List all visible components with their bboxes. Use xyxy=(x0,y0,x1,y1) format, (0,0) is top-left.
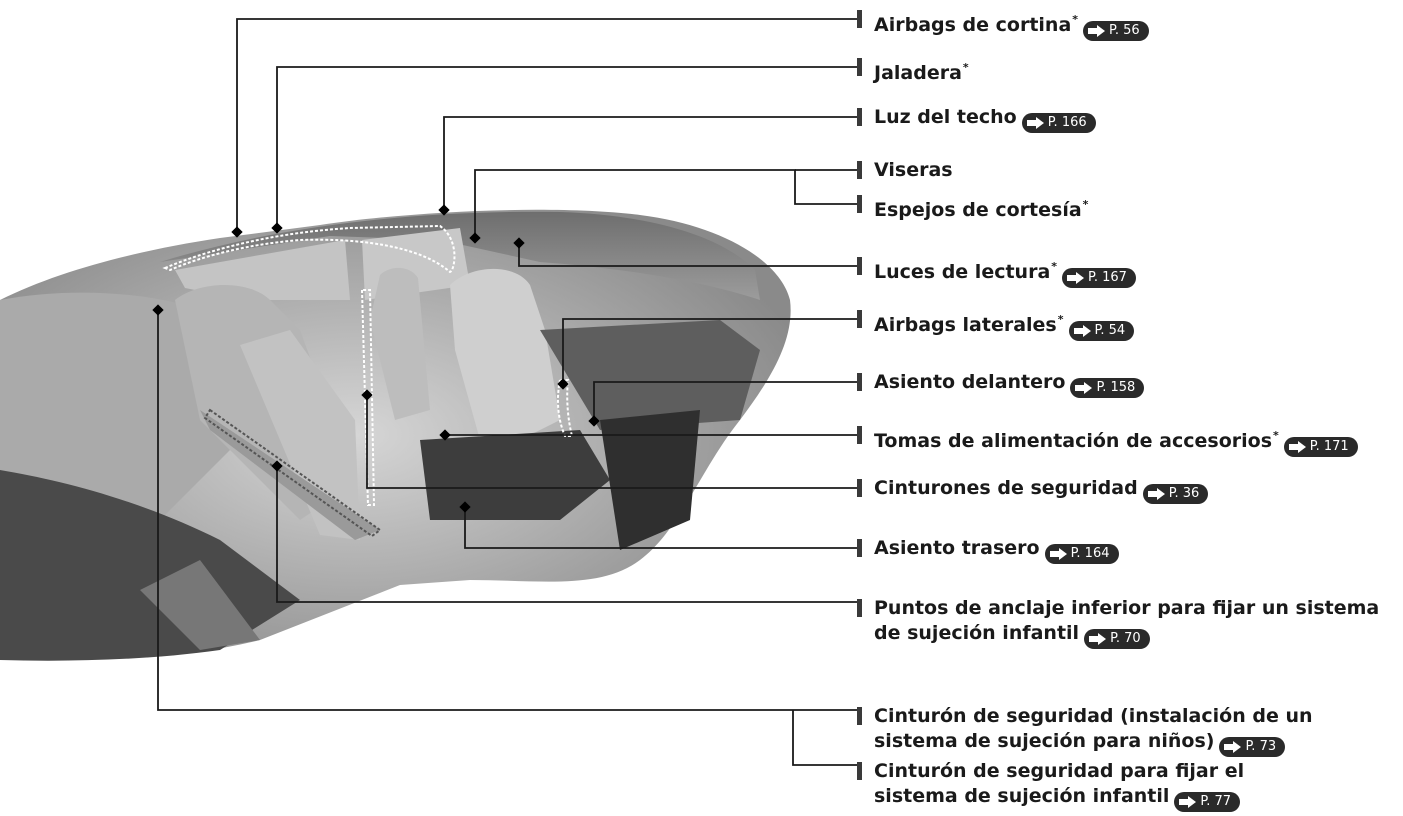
label-marker xyxy=(857,373,862,391)
optional-star: * xyxy=(1273,429,1279,442)
label-tomas-alimentacion: Tomas de alimentación de accesorios* P. 1… xyxy=(857,423,1358,457)
label-text: Jaladera xyxy=(874,62,962,84)
label-text: Airbags de cortina xyxy=(874,14,1072,36)
label-asiento-trasero: Asiento trasero P. 164 xyxy=(857,536,1119,564)
page-ref-link[interactable]: P. 77 xyxy=(1174,789,1241,812)
page-ref-number: P. 56 xyxy=(1109,23,1140,38)
label-marker xyxy=(857,58,862,76)
page-ref-number: P. 70 xyxy=(1110,631,1141,646)
optional-star: * xyxy=(1082,198,1089,211)
label-text: Espejos de cortesía xyxy=(874,199,1082,221)
label-puntos-anclaje: Puntos de anclaje inferior para fijar un… xyxy=(857,596,1380,649)
page-ref-link[interactable]: P. 167 xyxy=(1062,265,1136,288)
page-ref-number: P. 77 xyxy=(1200,794,1232,809)
label-asiento-delantero: Asiento delantero P. 158 xyxy=(857,370,1145,398)
label-text: Cinturones de seguridad xyxy=(874,477,1138,499)
arrow-right-icon xyxy=(1049,548,1067,560)
label-marker xyxy=(857,707,862,725)
arrow-right-icon xyxy=(1179,796,1197,808)
label-cinturones-seguridad: Cinturones de seguridad P. 36 xyxy=(857,476,1209,504)
page-ref-link[interactable]: P. 56 xyxy=(1083,18,1149,41)
page-ref-number: P. 158 xyxy=(1096,380,1136,395)
label-line-2: sistema de sujeción para niños) xyxy=(874,730,1215,752)
leader-lines xyxy=(157,18,857,766)
arrow-right-icon xyxy=(1147,488,1165,500)
arrow-right-icon xyxy=(1075,382,1093,394)
page-ref-link[interactable]: P. 171 xyxy=(1283,434,1358,457)
label-line-2: sistema de sujeción infantil xyxy=(874,785,1170,807)
label-airbags-cortina: Airbags de cortina* P. 56 xyxy=(857,7,1149,41)
page-ref-link[interactable]: P. 70 xyxy=(1084,626,1150,649)
label-cinturon-instalacion: Cinturón de seguridad (instalación de un… xyxy=(857,704,1313,757)
page-ref-link[interactable]: P. 54 xyxy=(1068,318,1135,341)
label-text: Tomas de alimentación de accesorios xyxy=(874,430,1273,452)
label-jaladera: Jaladera* xyxy=(857,55,969,86)
label-line-1: Cinturón de seguridad (instalación de un xyxy=(874,705,1313,727)
label-marker xyxy=(857,257,862,275)
arrow-right-icon xyxy=(1224,741,1242,753)
car-body xyxy=(0,209,791,661)
page-ref-number: P. 167 xyxy=(1088,270,1127,285)
label-espejos-cortesia: Espejos de cortesía* xyxy=(857,192,1088,223)
arrow-right-icon xyxy=(1288,441,1306,453)
page-ref-number: P. 166 xyxy=(1047,115,1087,130)
optional-star: * xyxy=(962,61,969,74)
page-ref-number: P. 54 xyxy=(1094,323,1126,338)
page-ref-number: P. 164 xyxy=(1070,546,1110,561)
label-marker xyxy=(857,108,862,126)
label-viseras: Viseras xyxy=(857,158,953,183)
arrow-right-icon xyxy=(1026,117,1044,129)
label-line-1: Cinturón de seguridad para fijar el xyxy=(874,760,1245,782)
label-line-2: de sujeción infantil xyxy=(874,622,1080,644)
label-airbags-laterales: Airbags laterales* P. 54 xyxy=(857,307,1135,341)
label-marker xyxy=(857,195,862,213)
label-luz-techo: Luz del techo P. 166 xyxy=(857,105,1096,133)
arrow-right-icon xyxy=(1088,25,1106,37)
optional-star: * xyxy=(1051,260,1058,273)
label-marker xyxy=(857,599,862,617)
label-marker xyxy=(857,161,862,179)
page-ref-link[interactable]: P. 36 xyxy=(1142,481,1209,504)
optional-star: * xyxy=(1057,313,1064,326)
page-ref-link[interactable]: P. 73 xyxy=(1219,734,1286,757)
label-marker xyxy=(857,539,862,557)
label-text: Luces de lectura xyxy=(874,261,1051,283)
label-text: Asiento trasero xyxy=(874,537,1040,559)
arrow-right-icon xyxy=(1067,272,1085,284)
page-ref-link[interactable]: P. 158 xyxy=(1070,375,1145,398)
label-marker xyxy=(857,426,862,444)
page-ref-number: P. 73 xyxy=(1245,739,1277,754)
label-text: Luz del techo xyxy=(874,106,1017,128)
label-marker xyxy=(857,762,862,780)
label-marker xyxy=(857,310,862,328)
page-ref-link[interactable]: P. 166 xyxy=(1021,110,1096,133)
airbag-outlines xyxy=(162,224,574,538)
leader-dots xyxy=(152,204,600,513)
arrow-right-icon xyxy=(1073,325,1091,337)
optional-star: * xyxy=(1072,13,1079,26)
label-cinturon-fijar: Cinturón de seguridad para fijar el sist… xyxy=(857,759,1245,812)
page-ref-number: P. 171 xyxy=(1309,439,1349,454)
label-text: Airbags laterales xyxy=(874,314,1057,336)
label-marker xyxy=(857,10,862,28)
label-luces-lectura: Luces de lectura* P. 167 xyxy=(857,254,1136,288)
label-text: Asiento delantero xyxy=(874,371,1066,393)
arrow-right-icon xyxy=(1089,633,1107,645)
label-text: Viseras xyxy=(874,159,953,181)
page-ref-link[interactable]: P. 164 xyxy=(1044,541,1119,564)
label-line-1: Puntos de anclaje inferior para fijar un… xyxy=(874,597,1380,619)
page-ref-number: P. 36 xyxy=(1168,486,1200,501)
label-marker xyxy=(857,479,862,497)
